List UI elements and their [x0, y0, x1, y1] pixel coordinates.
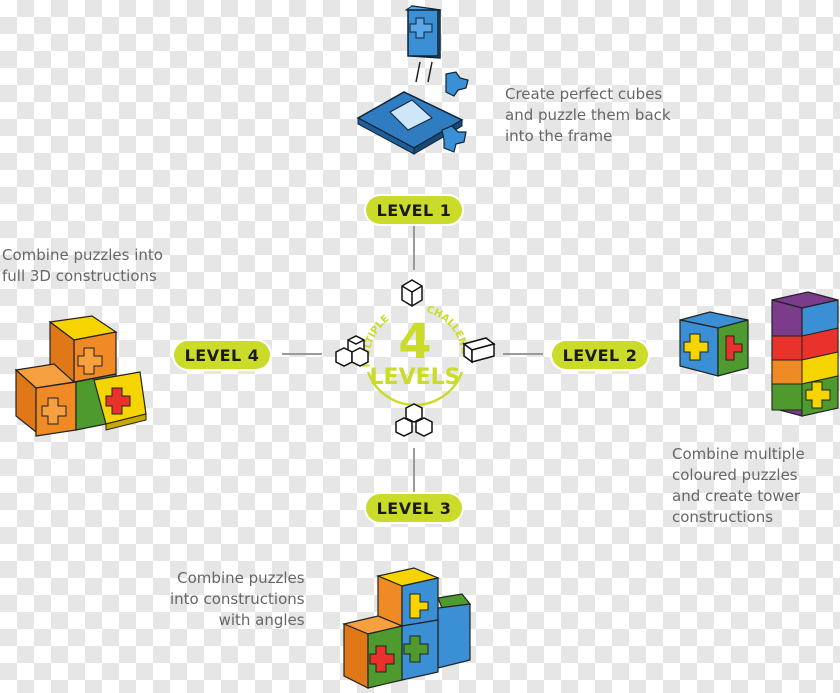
row-cube-icon — [462, 337, 496, 364]
single-cube-icon — [401, 279, 423, 307]
level2-description: Combine multiple coloured puzzles and cr… — [672, 445, 805, 526]
level1-description: Create perfect cubes and puzzle them bac… — [505, 85, 671, 145]
level4-3d-construction-illustration — [14, 315, 147, 437]
level3-angle-construction-illustration — [342, 567, 472, 689]
center-4-levels-emblem: MULTIPLE CHALLENGES 4 LEVELS — [330, 272, 496, 437]
connector-line-bottom — [413, 448, 415, 492]
level4-badge: LEVEL 4 — [174, 341, 270, 369]
level1-cube-frame-illustration — [356, 5, 469, 155]
level2-tower-illustration — [679, 291, 839, 417]
stacked-cubes-icon — [335, 335, 369, 367]
level2-badge: LEVEL 2 — [552, 341, 648, 369]
level1-badge: LEVEL 1 — [366, 196, 462, 224]
level3-description: Combine puzzles into constructions with … — [170, 569, 305, 629]
connector-line-right — [503, 353, 543, 355]
angle-cubes-icon — [395, 403, 433, 437]
level4-description: Combine puzzles into full 3D constructio… — [2, 246, 163, 285]
connector-line-top — [413, 226, 415, 270]
center-word: LEVELS — [370, 365, 461, 390]
connector-line-left — [282, 353, 322, 355]
center-number: 4 — [398, 314, 431, 370]
level3-badge: LEVEL 3 — [366, 494, 462, 522]
